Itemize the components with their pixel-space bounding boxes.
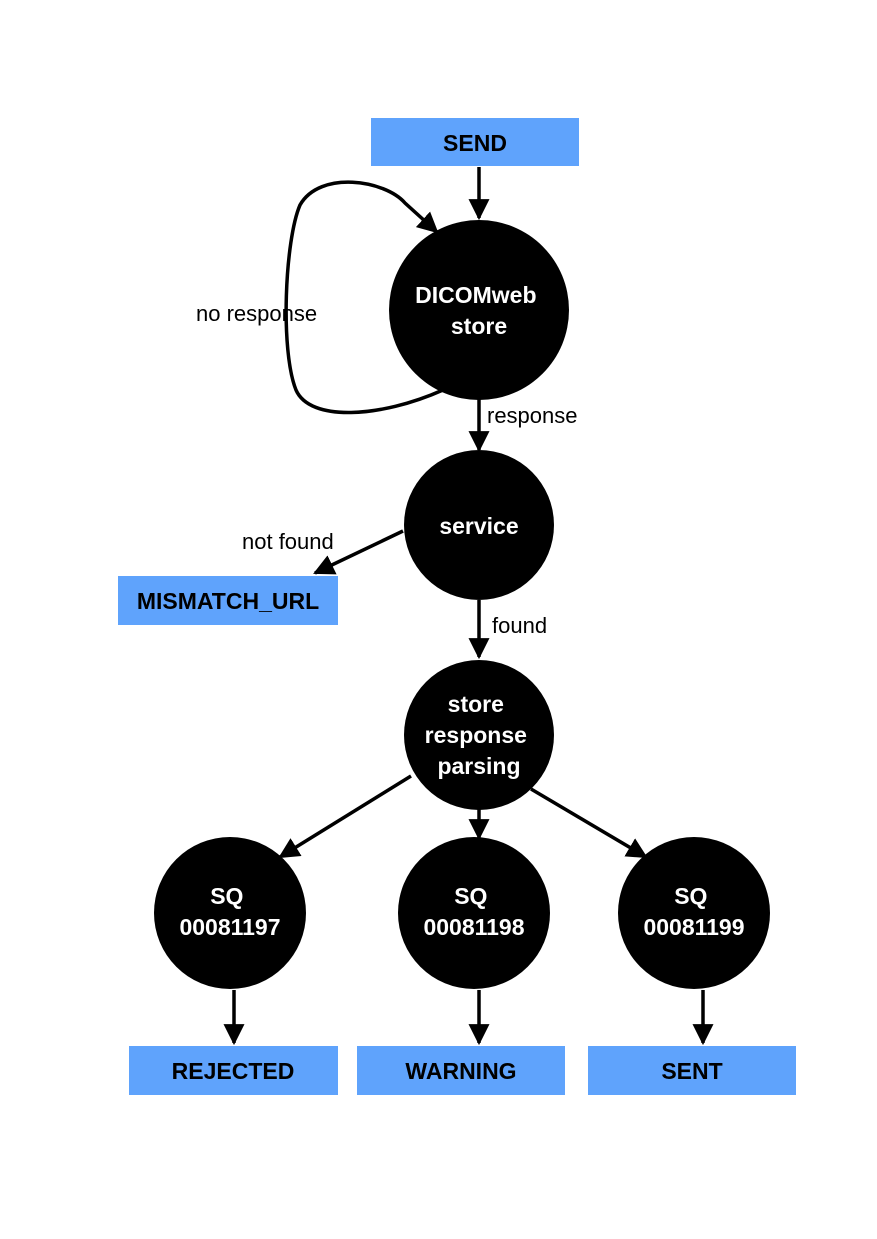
edge-parsing-to-sq-1197: [278, 774, 412, 859]
node-sq-00081199: SQ 00081199: [618, 837, 770, 989]
state-box-warning: WARNING: [357, 1046, 565, 1095]
svg-text:SENT: SENT: [661, 1058, 722, 1084]
svg-text:MISMATCH_URL: MISMATCH_URL: [137, 588, 319, 614]
edge-label-no-response: no response: [196, 301, 317, 326]
edge-label-not-found: not found: [242, 529, 334, 554]
state-box-sent: SENT: [588, 1046, 796, 1095]
node-dicomweb-store: DICOMweb store: [389, 220, 569, 400]
node-sq-00081198: SQ 00081198: [398, 837, 550, 989]
node-store-response-parsing: store response parsing: [404, 660, 554, 810]
svg-text:SQ 00081198: SQ 00081198: [423, 883, 524, 940]
edge-label-found: found: [492, 613, 547, 638]
svg-text:SQ 00081197: SQ 00081197: [179, 883, 280, 940]
state-box-mismatch-url: MISMATCH_URL: [118, 576, 338, 625]
edge-parsing-to-sq-1199: [530, 787, 648, 859]
edge-label-response: response: [487, 403, 578, 428]
svg-text:store response par: store response parsing: [425, 691, 534, 779]
svg-text:service: service: [439, 513, 518, 539]
node-sq-00081197: SQ 00081197: [154, 837, 306, 989]
node-service: service: [404, 450, 554, 600]
svg-text:WARNING: WARNING: [405, 1058, 516, 1084]
edge-no-response-loop: [284, 180, 444, 415]
svg-text:SQ 00081199: SQ 00081199: [643, 883, 744, 940]
svg-text:REJECTED: REJECTED: [172, 1058, 295, 1084]
state-box-send: SEND: [371, 118, 579, 166]
edge-not-found: [313, 529, 404, 575]
state-box-rejected: REJECTED: [129, 1046, 338, 1095]
svg-text:DICOMweb store: DICOMweb store: [415, 282, 543, 339]
svg-text:SEND: SEND: [443, 130, 507, 156]
